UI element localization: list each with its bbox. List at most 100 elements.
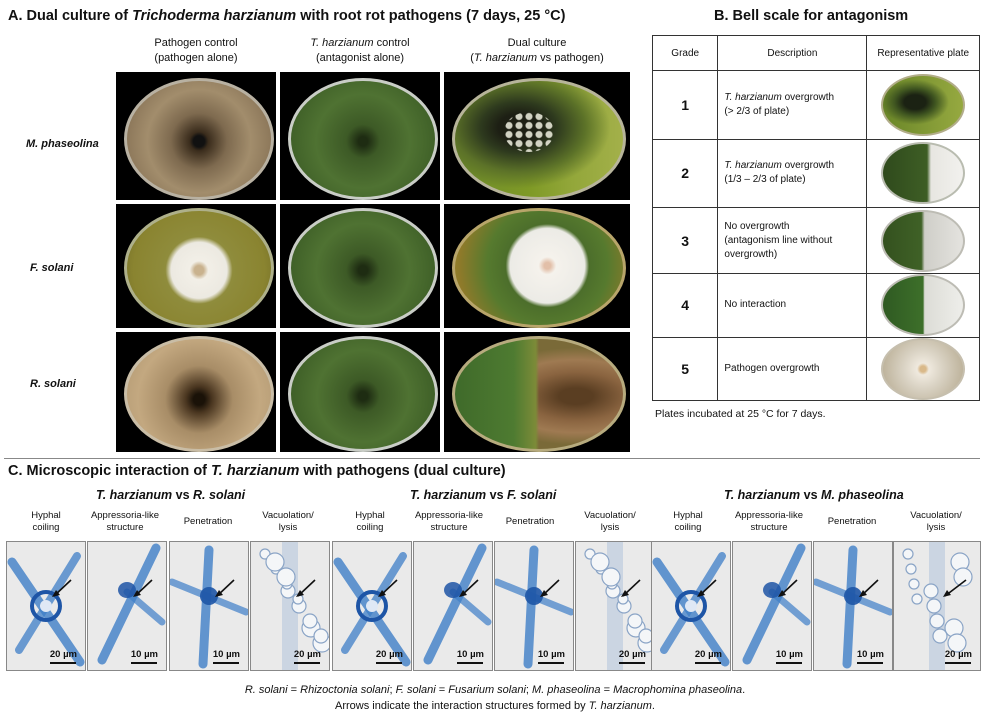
- micrograph-image: [7, 552, 85, 667]
- micrograph-image: [652, 552, 730, 667]
- scale-bar-label: 10 µm: [212, 649, 240, 660]
- scale-bar-label: 20 µm: [49, 649, 77, 660]
- micrograph-pen: 10 µm: [813, 541, 893, 671]
- grade-description: No overgrowth(antagonism line without ov…: [717, 206, 868, 275]
- scale-bar-label: 10 µm: [130, 649, 158, 660]
- scale-bar: 10 µm: [538, 649, 565, 664]
- representative-plate: [881, 209, 966, 272]
- scale-bar: 20 µm: [945, 649, 972, 664]
- row-label-m-phaseolina: M. phaseolina: [26, 138, 99, 150]
- micrograph-image: [902, 542, 973, 670]
- bell-table-header: Grade Description Representative plate: [651, 34, 980, 72]
- scale-bar-label: 20 µm: [375, 649, 403, 660]
- grade-value: 3: [651, 206, 719, 275]
- micrograph-app: 10 µm: [87, 541, 167, 671]
- table-row: 1 T. harzianum overgrowth(> 2/3 of plate…: [651, 70, 980, 140]
- scale-bar-label: 10 µm: [537, 649, 565, 660]
- grade-value: 4: [651, 273, 719, 338]
- micrograph-pen: 10 µm: [169, 541, 249, 671]
- column-header-dual-culture: Dual culture(T. harzianum vs pathogen): [470, 37, 604, 64]
- micrograph-image: [742, 543, 811, 665]
- label-penetration: Penetration: [183, 516, 233, 527]
- scale-bar-label: 20 µm: [293, 649, 321, 660]
- scale-bar: 10 µm: [857, 649, 884, 664]
- scale-bar-line: [695, 662, 722, 664]
- column-header-pathogen-control: Pathogen control(pathogen alone): [154, 37, 238, 64]
- label-penetration: Penetration: [827, 516, 877, 527]
- plate-dual-m-phaseolina: [444, 72, 630, 200]
- micrograph-coil: 20 µm: [6, 541, 86, 671]
- micrograph-app: 10 µm: [413, 541, 493, 671]
- label-vacuolation: Vacuolation/lysis: [262, 510, 314, 533]
- micrograph-image: [259, 542, 329, 670]
- plate-th-control-row1: [280, 72, 440, 200]
- scale-bar-line: [619, 662, 646, 664]
- section-divider: [4, 458, 980, 459]
- scale-bar-line: [131, 662, 158, 664]
- label-vacuolation: Vacuolation/lysis: [910, 510, 962, 533]
- grade-description: Pathogen overgrowth: [717, 336, 868, 402]
- representative-plate: [881, 73, 966, 136]
- representative-plate-cell: [866, 273, 980, 338]
- micrograph-coil: 20 µm: [651, 541, 731, 671]
- scale-bar-line: [50, 662, 77, 664]
- micrograph-pen: 10 µm: [494, 541, 574, 671]
- micrograph-image: [97, 543, 166, 665]
- scale-bar-label: 10 µm: [775, 649, 803, 660]
- table-row: 3 No overgrowth(antagonism line without …: [651, 206, 980, 275]
- column-header-antagonist-control: T. harzianum control(antagonist alone): [310, 37, 410, 64]
- group-heading-f-solani: T. harzianum vs F. solani: [410, 488, 557, 502]
- scale-bar-label: 10 µm: [456, 649, 484, 660]
- label-vacuolation: Vacuolation/lysis: [584, 510, 636, 533]
- scale-bar: 10 µm: [776, 649, 803, 664]
- representative-plate: [881, 274, 966, 337]
- header-description: Description: [717, 34, 868, 72]
- grade-description: No interaction: [717, 273, 868, 338]
- micrograph-app: 10 µm: [732, 541, 812, 671]
- representative-plate: [881, 142, 966, 205]
- plate-m-phaseolina-control: [116, 72, 276, 200]
- plate-th-control-row3: [280, 332, 440, 452]
- arrows-footnote: Arrows indicate the interaction structur…: [335, 700, 655, 712]
- scale-bar-line: [457, 662, 484, 664]
- scale-bar: 20 µm: [294, 649, 321, 664]
- micrograph-lysis: 20 µm: [893, 541, 981, 671]
- representative-plate-cell: [866, 336, 980, 402]
- panel-a-title: A. Dual culture of Trichoderma harzianum…: [8, 8, 566, 24]
- micrograph-lysis: 20 µm: [575, 541, 655, 671]
- grade-value: 1: [651, 70, 719, 140]
- grade-value: 5: [651, 336, 719, 402]
- scale-bar-line: [538, 662, 565, 664]
- scale-bar-line: [376, 662, 403, 664]
- scale-bar-label: 20 µm: [944, 649, 972, 660]
- scale-bar-line: [945, 662, 972, 664]
- scale-bar: 10 µm: [213, 649, 240, 664]
- scale-bar: 10 µm: [131, 649, 158, 664]
- header-grade: Grade: [651, 34, 719, 72]
- group-heading-m-phaseolina: T. harzianum vs M. phaseolina: [724, 488, 904, 502]
- group-heading-r-solani: T. harzianum vs R. solani: [96, 488, 246, 502]
- scale-bar-line: [776, 662, 803, 664]
- table-row: 4 No interaction: [651, 273, 980, 338]
- scale-bar-line: [857, 662, 884, 664]
- grade-value: 2: [651, 138, 719, 208]
- bell-scale-table: Grade Description Representative plate 1…: [651, 34, 980, 402]
- row-label-r-solani: R. solani: [30, 378, 76, 390]
- plate-dual-r-solani: [444, 332, 630, 452]
- plate-dual-f-solani: [444, 204, 630, 328]
- header-representative-plate: Representative plate: [866, 34, 980, 72]
- micrograph-image: [423, 543, 492, 665]
- panel-b-title: B. Bell scale for antagonism: [714, 8, 909, 24]
- label-penetration: Penetration: [505, 516, 555, 527]
- micrograph-coil: 20 µm: [332, 541, 412, 671]
- micrograph-image: [333, 552, 411, 667]
- scale-bar: 10 µm: [457, 649, 484, 664]
- scale-bar-label: 10 µm: [856, 649, 884, 660]
- scale-bar: 20 µm: [50, 649, 77, 664]
- scale-bar: 20 µm: [376, 649, 403, 664]
- panel-c-title: C. Microscopic interaction of T. harzian…: [8, 463, 506, 479]
